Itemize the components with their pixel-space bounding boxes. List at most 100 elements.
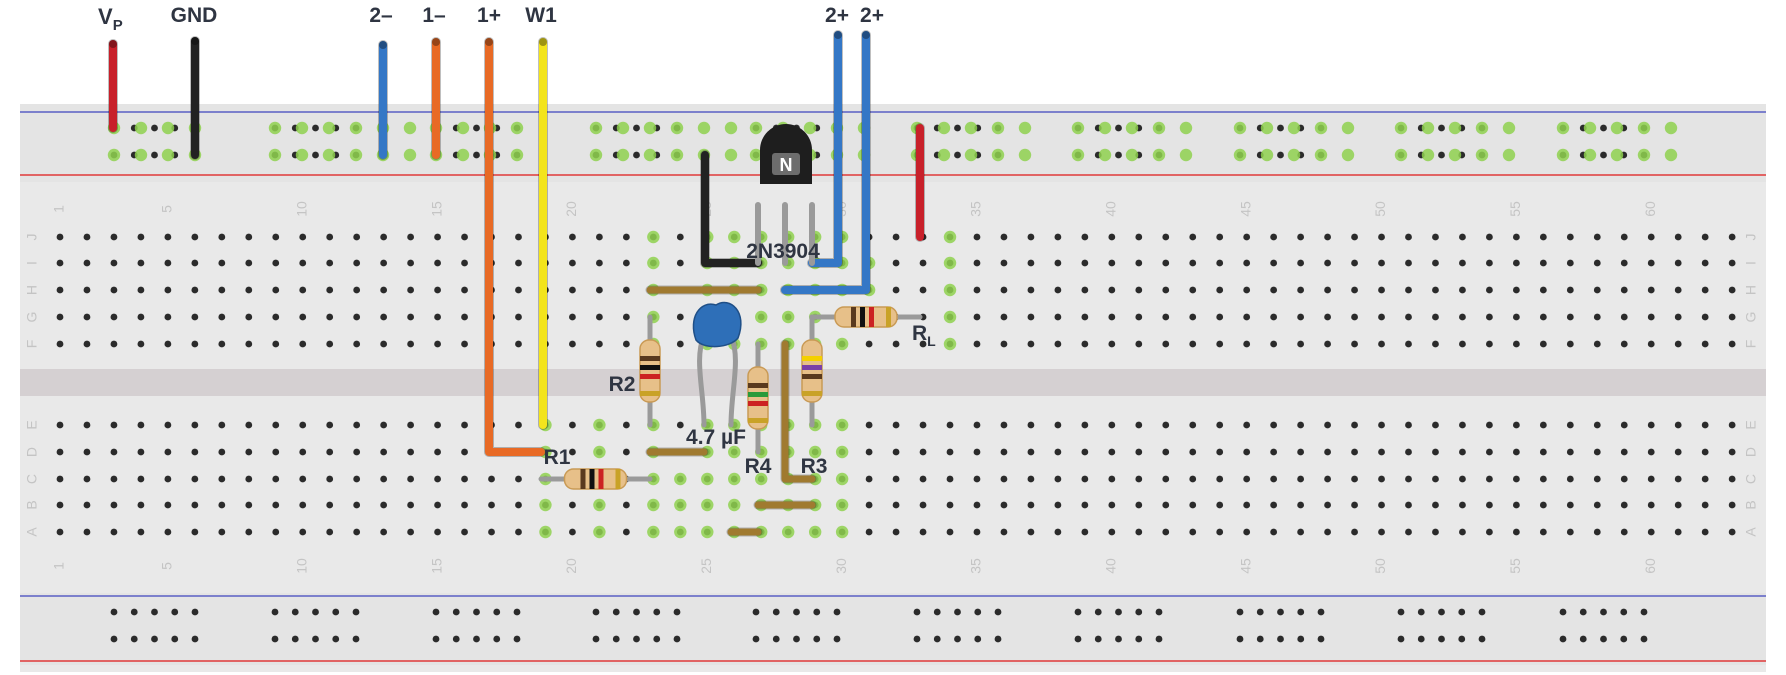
hole (1674, 233, 1682, 241)
connected-hole (724, 121, 738, 135)
hole (1378, 286, 1385, 294)
hole (592, 608, 600, 616)
hole (1512, 475, 1520, 483)
resistor-band (802, 391, 822, 396)
hole (1243, 528, 1251, 536)
hole (137, 475, 145, 483)
hole (218, 528, 226, 536)
hole (1270, 421, 1278, 429)
hole (407, 448, 415, 456)
hole (326, 501, 334, 509)
hole (83, 501, 91, 509)
connected-hole (539, 498, 552, 512)
connected-hole (670, 121, 684, 135)
resistor-body (801, 339, 823, 403)
hole (1135, 528, 1143, 536)
connected-hole (835, 472, 849, 486)
hole (1027, 475, 1035, 483)
connected-hole (1394, 148, 1408, 162)
emitter-ground-wire (701, 151, 762, 267)
connected-hole (964, 148, 978, 162)
connected-hole (322, 148, 336, 162)
hole (1027, 340, 1035, 348)
hole (1108, 313, 1116, 321)
hole (1432, 286, 1439, 294)
hole (1378, 448, 1385, 456)
hole (1216, 286, 1224, 294)
hole (1351, 501, 1358, 509)
hole (973, 501, 981, 509)
connected-hole (1314, 148, 1328, 162)
hole (1566, 448, 1574, 456)
connected-hole (268, 121, 282, 135)
wire-end (191, 37, 199, 45)
hole (461, 233, 468, 241)
hole (1378, 475, 1385, 483)
hole (56, 421, 64, 429)
hole (1135, 608, 1143, 616)
hole (569, 528, 576, 536)
row-letter: A (1743, 527, 1759, 537)
hole (1115, 151, 1122, 159)
resistor-band (869, 307, 874, 327)
connected-hole (134, 148, 148, 162)
connected-hole (1260, 148, 1274, 162)
hole (1701, 313, 1709, 321)
hole (110, 286, 118, 294)
hole (1115, 124, 1122, 132)
hole (1459, 448, 1466, 456)
hole (1458, 635, 1466, 643)
hole (1081, 286, 1089, 294)
hole (1000, 340, 1008, 348)
hole (1108, 286, 1116, 294)
hole (1297, 501, 1305, 509)
resistor-r3 (801, 314, 823, 428)
hole (164, 313, 172, 321)
hole (676, 421, 684, 429)
hole (164, 501, 172, 509)
hole (622, 421, 630, 429)
row-letter: E (24, 420, 40, 429)
hole (513, 608, 521, 616)
row-letter: I (24, 261, 40, 265)
hole (56, 528, 64, 536)
transistor-label: 2N3904 (746, 240, 820, 263)
hole (1539, 313, 1547, 321)
hole (353, 421, 361, 429)
hole (1000, 528, 1008, 536)
column-number: 45 (1237, 201, 1253, 217)
hole (1559, 635, 1567, 643)
hole (151, 151, 158, 159)
resistor-band (851, 307, 856, 327)
hole (1054, 448, 1062, 456)
hole (191, 448, 199, 456)
row-letter: H (1743, 285, 1759, 295)
hole (1486, 421, 1493, 429)
hole (110, 313, 118, 321)
hole (110, 233, 118, 241)
column-number: 5 (159, 562, 175, 570)
hole (434, 528, 441, 536)
hole (110, 608, 118, 616)
connected-hole (1179, 148, 1193, 162)
row-letter: I (1743, 261, 1759, 265)
hole (130, 608, 138, 616)
hole (1162, 528, 1170, 536)
connected-hole (728, 445, 741, 459)
connected-hole (268, 148, 282, 162)
resistor-band (640, 391, 660, 396)
hole (1162, 421, 1170, 429)
hole (1027, 313, 1035, 321)
hole (1351, 475, 1358, 483)
hole (461, 259, 468, 267)
hole (1351, 340, 1358, 348)
hole (1417, 608, 1425, 616)
hole (1512, 233, 1520, 241)
connected-hole (647, 472, 660, 486)
hole (299, 528, 307, 536)
hole (1216, 233, 1224, 241)
resistor-band (748, 392, 768, 397)
hole (1074, 635, 1082, 643)
connected-hole (134, 121, 148, 135)
hole (1486, 340, 1493, 348)
